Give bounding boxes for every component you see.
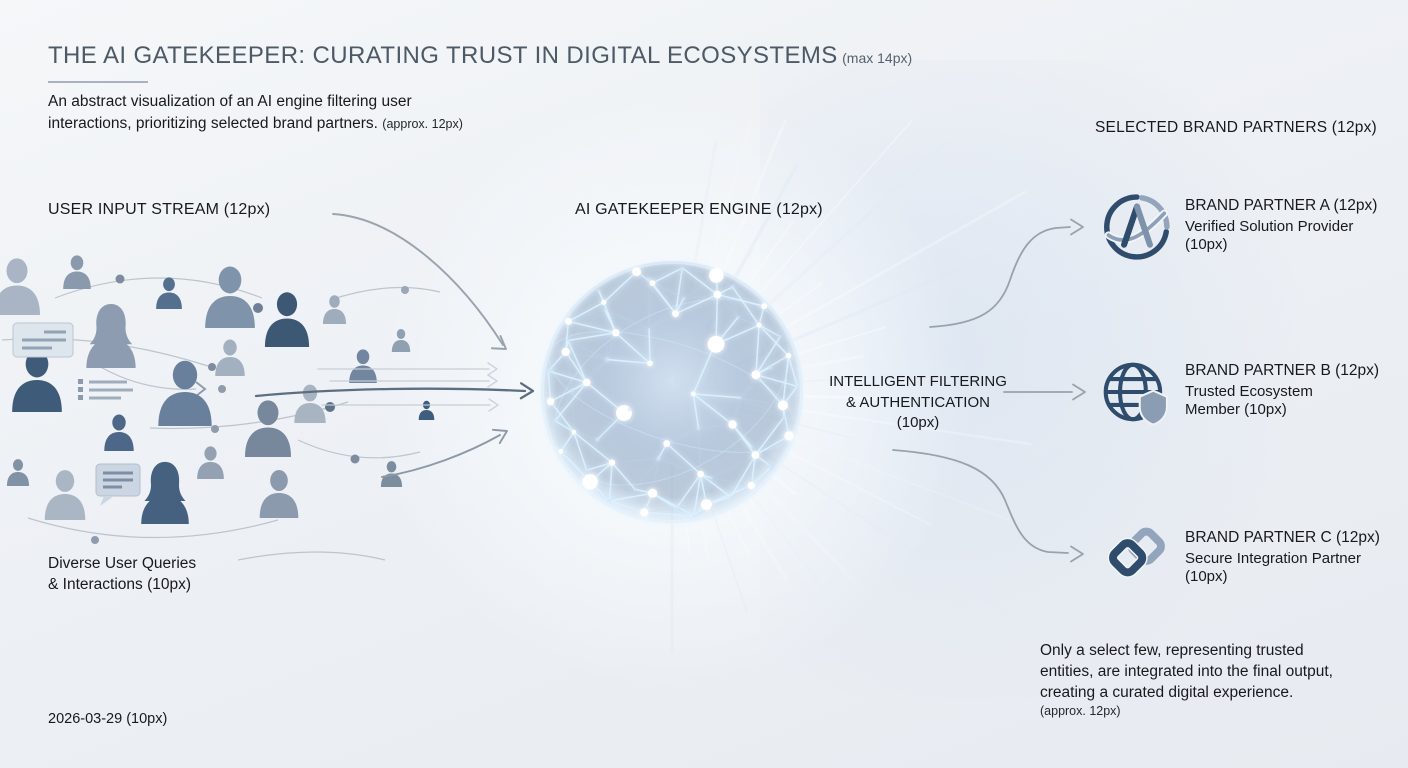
interlocked-links-icon (1107, 527, 1165, 578)
partner-b-name: BRAND PARTNER B (12px) (1185, 362, 1380, 379)
bullet-list-icon (78, 379, 133, 400)
partner-a-row: BRAND PARTNER A (12px) Verified Solution… (1103, 193, 1377, 261)
partner-a-tagline: Verified Solution Provider (10px) (1185, 218, 1354, 253)
date-label: 2026-03-29 (10px) (48, 711, 168, 727)
a-monogram-circle-icon (1104, 194, 1170, 260)
partner-b-tagline: Trusted Ecosystem Member (10px) (1185, 383, 1313, 418)
person-silhouettes (0, 255, 435, 524)
chat-message-icon (12, 322, 74, 358)
partner-c-row: BRAND PARTNER C (12px) Secure Integratio… (1101, 516, 1380, 588)
partners-heading: SELECTED BRAND PARTNERS (12px) (1095, 119, 1377, 136)
partner-a-name: BRAND PARTNER A (12px) (1185, 197, 1378, 214)
description-size-note: (approx. 12px) (382, 117, 463, 131)
network-sphere (540, 260, 804, 524)
speech-bubble-icon (95, 463, 141, 506)
partner-c-name: BRAND PARTNER C (12px) (1185, 529, 1380, 546)
globe-shield-icon (1103, 362, 1168, 426)
title-size-note: (max 14px) (842, 50, 913, 66)
user-silhouettes-cluster (0, 255, 441, 561)
page-description: An abstract visualization of an AI engin… (48, 93, 463, 132)
page-title: THE AI GATEKEEPER: CURATING TRUST IN DIG… (48, 42, 913, 69)
partner-c-tagline: Secure Integration Partner (10px) (1185, 550, 1361, 585)
engine-label: AI GATEKEEPER ENGINE (12px) (575, 201, 823, 218)
mini-arrow-icon (195, 381, 207, 397)
filtering-label: INTELLIGENT FILTERING & AUTHENTICATION (… (829, 373, 1007, 431)
user-queries-caption: Diverse User Queries & Interactions (10p… (48, 555, 197, 593)
curation-note: Only a select few, representing trusted … (1040, 640, 1380, 718)
title-divider (48, 81, 148, 83)
partner-b-row: BRAND PARTNER B (12px) Trusted Ecosystem… (1103, 358, 1379, 426)
user-input-stream-label: USER INPUT STREAM (12px) (48, 201, 271, 218)
note-size-note: (approx. 12px) (1040, 704, 1121, 718)
